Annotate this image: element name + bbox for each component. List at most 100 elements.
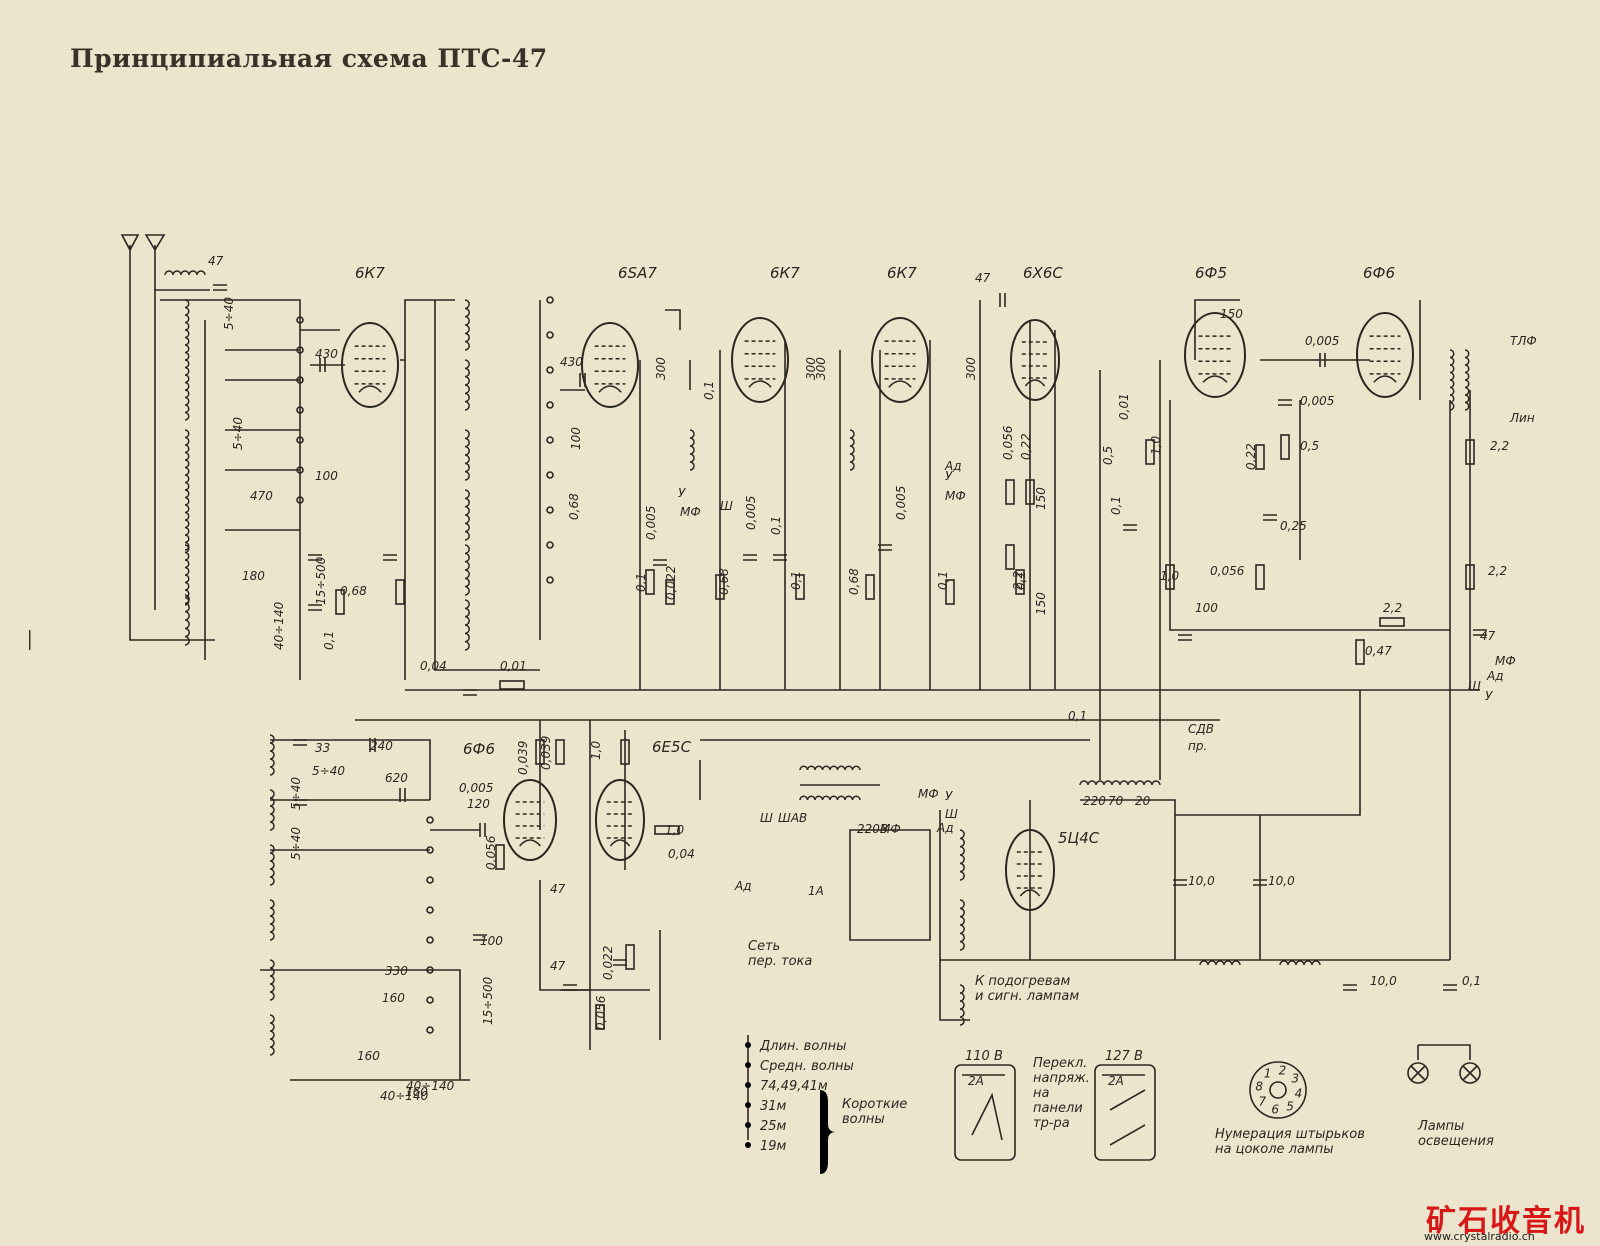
switch-contact (546, 401, 554, 409)
switch-contact (296, 376, 304, 384)
wire (260, 969, 461, 1080)
resistor (625, 944, 635, 970)
component-value: 2,2 (1011, 571, 1025, 590)
capacitor (1263, 514, 1277, 521)
schematic-wiring (129, 245, 1480, 1081)
component-value: 0,1 (702, 381, 716, 400)
coil (959, 984, 965, 1026)
component-symbols (120, 234, 1487, 1161)
coil (464, 544, 470, 596)
capacitor (293, 799, 307, 806)
tube-socket-key (1269, 1081, 1287, 1099)
vacuum-tube (731, 317, 789, 403)
page-title: Принципиальная схема ПТС-47 (70, 44, 548, 73)
capacitor (743, 554, 757, 561)
label-110v: 110 В (965, 1049, 1003, 1064)
switch-contact (546, 436, 554, 444)
tube-envelope (1005, 829, 1055, 911)
resistor (665, 579, 675, 605)
component-value: 0,5 (1300, 439, 1319, 453)
tube-label: 6Ф6 (463, 740, 495, 758)
component-value: 0,68 (340, 584, 367, 598)
component-value: 10,0 (1188, 874, 1215, 888)
component-value: 20 (1135, 794, 1151, 808)
component-value: 100 (315, 469, 338, 483)
component-value: 0,1 (789, 571, 803, 590)
component-value: 2,2 (1488, 564, 1507, 578)
capacitor (1253, 879, 1267, 886)
capacitor (1173, 879, 1187, 886)
watermark-logo-text: 矿石收音机 (1426, 1204, 1586, 1239)
switch-contact (426, 816, 434, 824)
capacitor (653, 559, 667, 566)
component-value: 0,056 (1210, 564, 1245, 578)
component-value: 300 (804, 357, 818, 380)
lamp-wiring (1417, 1044, 1471, 1060)
component-value: 0,056 (1001, 425, 1015, 460)
label-line: волны (842, 1112, 885, 1127)
resistor (499, 680, 525, 690)
resistor (1255, 444, 1265, 470)
component-value: 220 (1083, 794, 1106, 808)
component-value: 150 (1034, 487, 1048, 510)
coil (269, 789, 275, 831)
label-line: Нумерация штырьков (1215, 1127, 1365, 1142)
component-value: 0,01 (1117, 393, 1131, 420)
resistor (1379, 617, 1405, 627)
legend-dot (745, 1142, 751, 1148)
label-line: освещения (1418, 1134, 1494, 1149)
terminal-label: ТЛФ (1510, 334, 1537, 348)
component-value: 40÷140 (380, 1089, 429, 1103)
voltage-panel-110 (954, 1064, 1016, 1161)
vacuum-tube (1356, 312, 1414, 398)
legend-dot (745, 1042, 751, 1048)
switch-contact (426, 876, 434, 884)
component-value: 47 (208, 254, 224, 268)
resistor (1005, 479, 1015, 505)
pilot-lamp-filament (1410, 1065, 1426, 1081)
label-line: на цоколе лампы (1215, 1142, 1334, 1157)
capacitor (999, 293, 1006, 307)
switch-contact (426, 1026, 434, 1034)
component-value: 2А (968, 1074, 984, 1088)
component-value: 100 (480, 934, 503, 948)
switch-contact (426, 906, 434, 914)
tube-cathode (748, 380, 772, 388)
component-value: 0,022 (664, 566, 678, 600)
vacuum-tube (595, 779, 645, 861)
coil (184, 429, 190, 491)
terminal-label: У (1485, 689, 1493, 703)
terminal-label: Ад (1486, 669, 1504, 683)
switch-contact (296, 436, 304, 444)
terminal-label: Ш (945, 807, 958, 821)
vacuum-tube (1010, 319, 1060, 401)
resistor (395, 579, 405, 605)
terminal-label: У (945, 469, 953, 483)
vacuum-tube (503, 779, 557, 861)
component-value: 0,005 (459, 781, 493, 795)
component-value: 15÷500 (314, 556, 328, 605)
wire (1194, 299, 1240, 360)
component-value: 0,5 (1101, 446, 1115, 465)
component-value: 0,005 (894, 486, 908, 520)
resistor (1145, 439, 1155, 465)
vacuum-tube (581, 322, 639, 408)
coil (464, 599, 470, 651)
component-value: 0,1 (936, 571, 950, 590)
coil (959, 829, 965, 881)
switch-contact (546, 506, 554, 514)
pilot-lamp-filament (1462, 1065, 1478, 1081)
terminal-label: МФ (918, 787, 939, 801)
resistor (1005, 544, 1015, 570)
component-value: 0,68 (847, 568, 861, 595)
coil (1279, 960, 1321, 966)
tube-envelope (1010, 319, 1060, 401)
component-value: 160 (382, 991, 405, 1005)
component-value: 300 (654, 357, 668, 380)
capacitor (1319, 353, 1326, 367)
coil (184, 594, 190, 646)
component-value: 0,22 (1244, 443, 1258, 470)
switch-contact (546, 366, 554, 374)
